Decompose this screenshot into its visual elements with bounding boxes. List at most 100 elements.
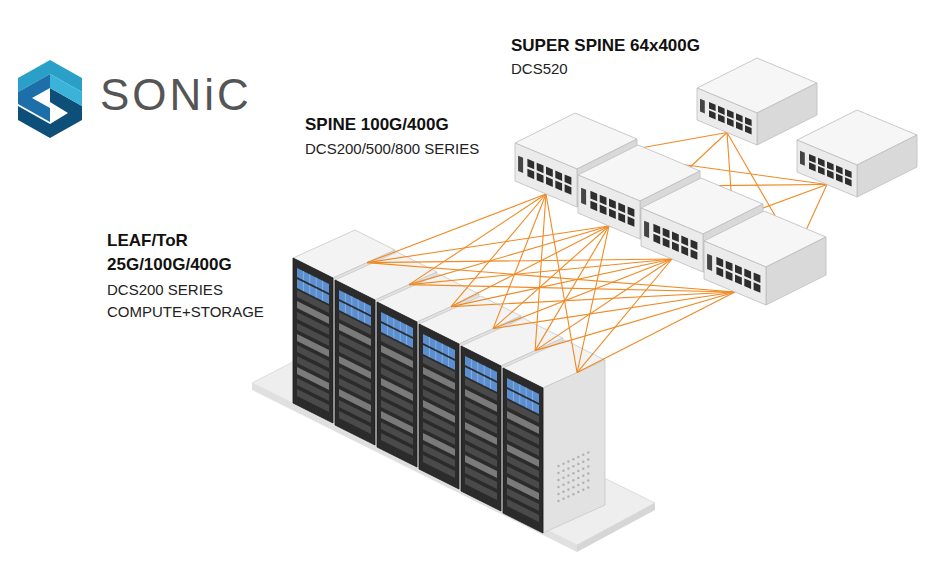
- rack-front: [377, 302, 417, 467]
- model-text: COMPUTE+STORAGE: [107, 303, 264, 320]
- switch-port: [735, 275, 742, 286]
- vent-hole: [572, 493, 574, 495]
- rack-grid: [322, 281, 323, 290]
- rack-grid: [351, 307, 352, 316]
- vent-hole: [557, 500, 559, 502]
- rack-grid: [532, 402, 533, 411]
- switch: [797, 110, 917, 197]
- switch-port: [718, 106, 725, 115]
- rack-grid: [364, 314, 365, 323]
- vent-hole: [557, 493, 559, 495]
- switch-front: [641, 208, 703, 272]
- vent-hole: [582, 475, 584, 477]
- vent-hole: [577, 491, 579, 493]
- vent-hole: [587, 486, 589, 488]
- vent-hole: [572, 458, 574, 460]
- switch-port: [809, 154, 816, 163]
- rack-unit: [507, 499, 539, 522]
- switch-port: [609, 199, 616, 210]
- switch-panel: [581, 188, 586, 205]
- switch-port: [527, 159, 534, 170]
- switch-port: [609, 209, 616, 220]
- switch-port: [716, 257, 723, 268]
- switch-side: [857, 135, 917, 197]
- rack-grid: [387, 326, 388, 335]
- rack-grid: [309, 285, 310, 294]
- model-text: DCS200 SERIES: [107, 281, 223, 298]
- rack-grid: [448, 347, 449, 356]
- switch-port: [691, 249, 698, 259]
- vent-hole: [577, 477, 579, 479]
- rack-grid: [532, 391, 533, 400]
- rack-grid: [477, 373, 478, 382]
- switch-port: [590, 191, 597, 202]
- rack-unit: [423, 455, 455, 478]
- rack-grid: [322, 292, 323, 301]
- sonic-logo-icon: [18, 60, 82, 138]
- rack-grid: [484, 366, 485, 375]
- vent-hole: [582, 454, 584, 456]
- rack-grid: [526, 388, 527, 397]
- switch-port: [718, 114, 725, 123]
- tier-heading: SPINE 100G/400G: [305, 115, 449, 135]
- switch-port: [735, 265, 742, 276]
- rack-grid: [471, 359, 472, 368]
- model-text: DCS200/500/800 SERIES: [305, 140, 479, 157]
- switch-port: [726, 261, 733, 272]
- switch-port: [555, 180, 562, 191]
- rack-side: [543, 360, 605, 533]
- rack-grid: [393, 318, 394, 327]
- rack-grid: [519, 384, 520, 393]
- switch-port: [628, 216, 635, 227]
- switch-front: [515, 143, 577, 207]
- vent-hole: [567, 474, 569, 476]
- rack-grid: [477, 362, 478, 371]
- rack-unit: [381, 433, 413, 456]
- rack-grid: [358, 300, 359, 309]
- vent-hole: [562, 470, 564, 472]
- vent-hole: [587, 451, 589, 453]
- vent-hole: [582, 489, 584, 491]
- switch-port: [827, 162, 834, 171]
- switch-panel: [707, 254, 712, 271]
- vent-hole: [562, 491, 564, 493]
- vent-hole: [557, 486, 559, 488]
- switch-front: [797, 140, 857, 197]
- switch-port: [727, 110, 734, 119]
- rack-grid: [429, 348, 430, 357]
- switches: [515, 58, 917, 305]
- switch-port: [663, 238, 670, 249]
- switch-port: [818, 166, 825, 175]
- rack-grid: [358, 311, 359, 320]
- vent-hole: [572, 486, 574, 488]
- switch: [697, 58, 817, 145]
- switch-port: [845, 169, 852, 178]
- link-line: [546, 194, 577, 373]
- vent-hole: [562, 477, 564, 479]
- vent-hole: [572, 472, 574, 474]
- switch-port: [600, 195, 607, 206]
- switch-front: [704, 241, 766, 305]
- link-line: [535, 259, 672, 351]
- link-line: [409, 194, 546, 285]
- switch-panel: [700, 99, 705, 114]
- rack-grid: [316, 289, 317, 298]
- rack-grid: [406, 336, 407, 345]
- vent-hole: [562, 498, 564, 500]
- switch-port: [709, 110, 716, 119]
- switch-port: [744, 278, 751, 289]
- vent-hole: [587, 472, 589, 474]
- rack-unit: [297, 389, 329, 412]
- rack-grid: [490, 369, 491, 378]
- rack-grid: [490, 380, 491, 389]
- switch-panel: [518, 156, 523, 173]
- rack-grid: [345, 293, 346, 302]
- rack-grid: [387, 315, 388, 324]
- rack-grid: [345, 304, 346, 313]
- link-line: [535, 194, 546, 351]
- vent-hole: [562, 463, 564, 465]
- rack-grid: [435, 340, 436, 349]
- rack-front: [293, 258, 333, 423]
- switch-port: [745, 125, 752, 134]
